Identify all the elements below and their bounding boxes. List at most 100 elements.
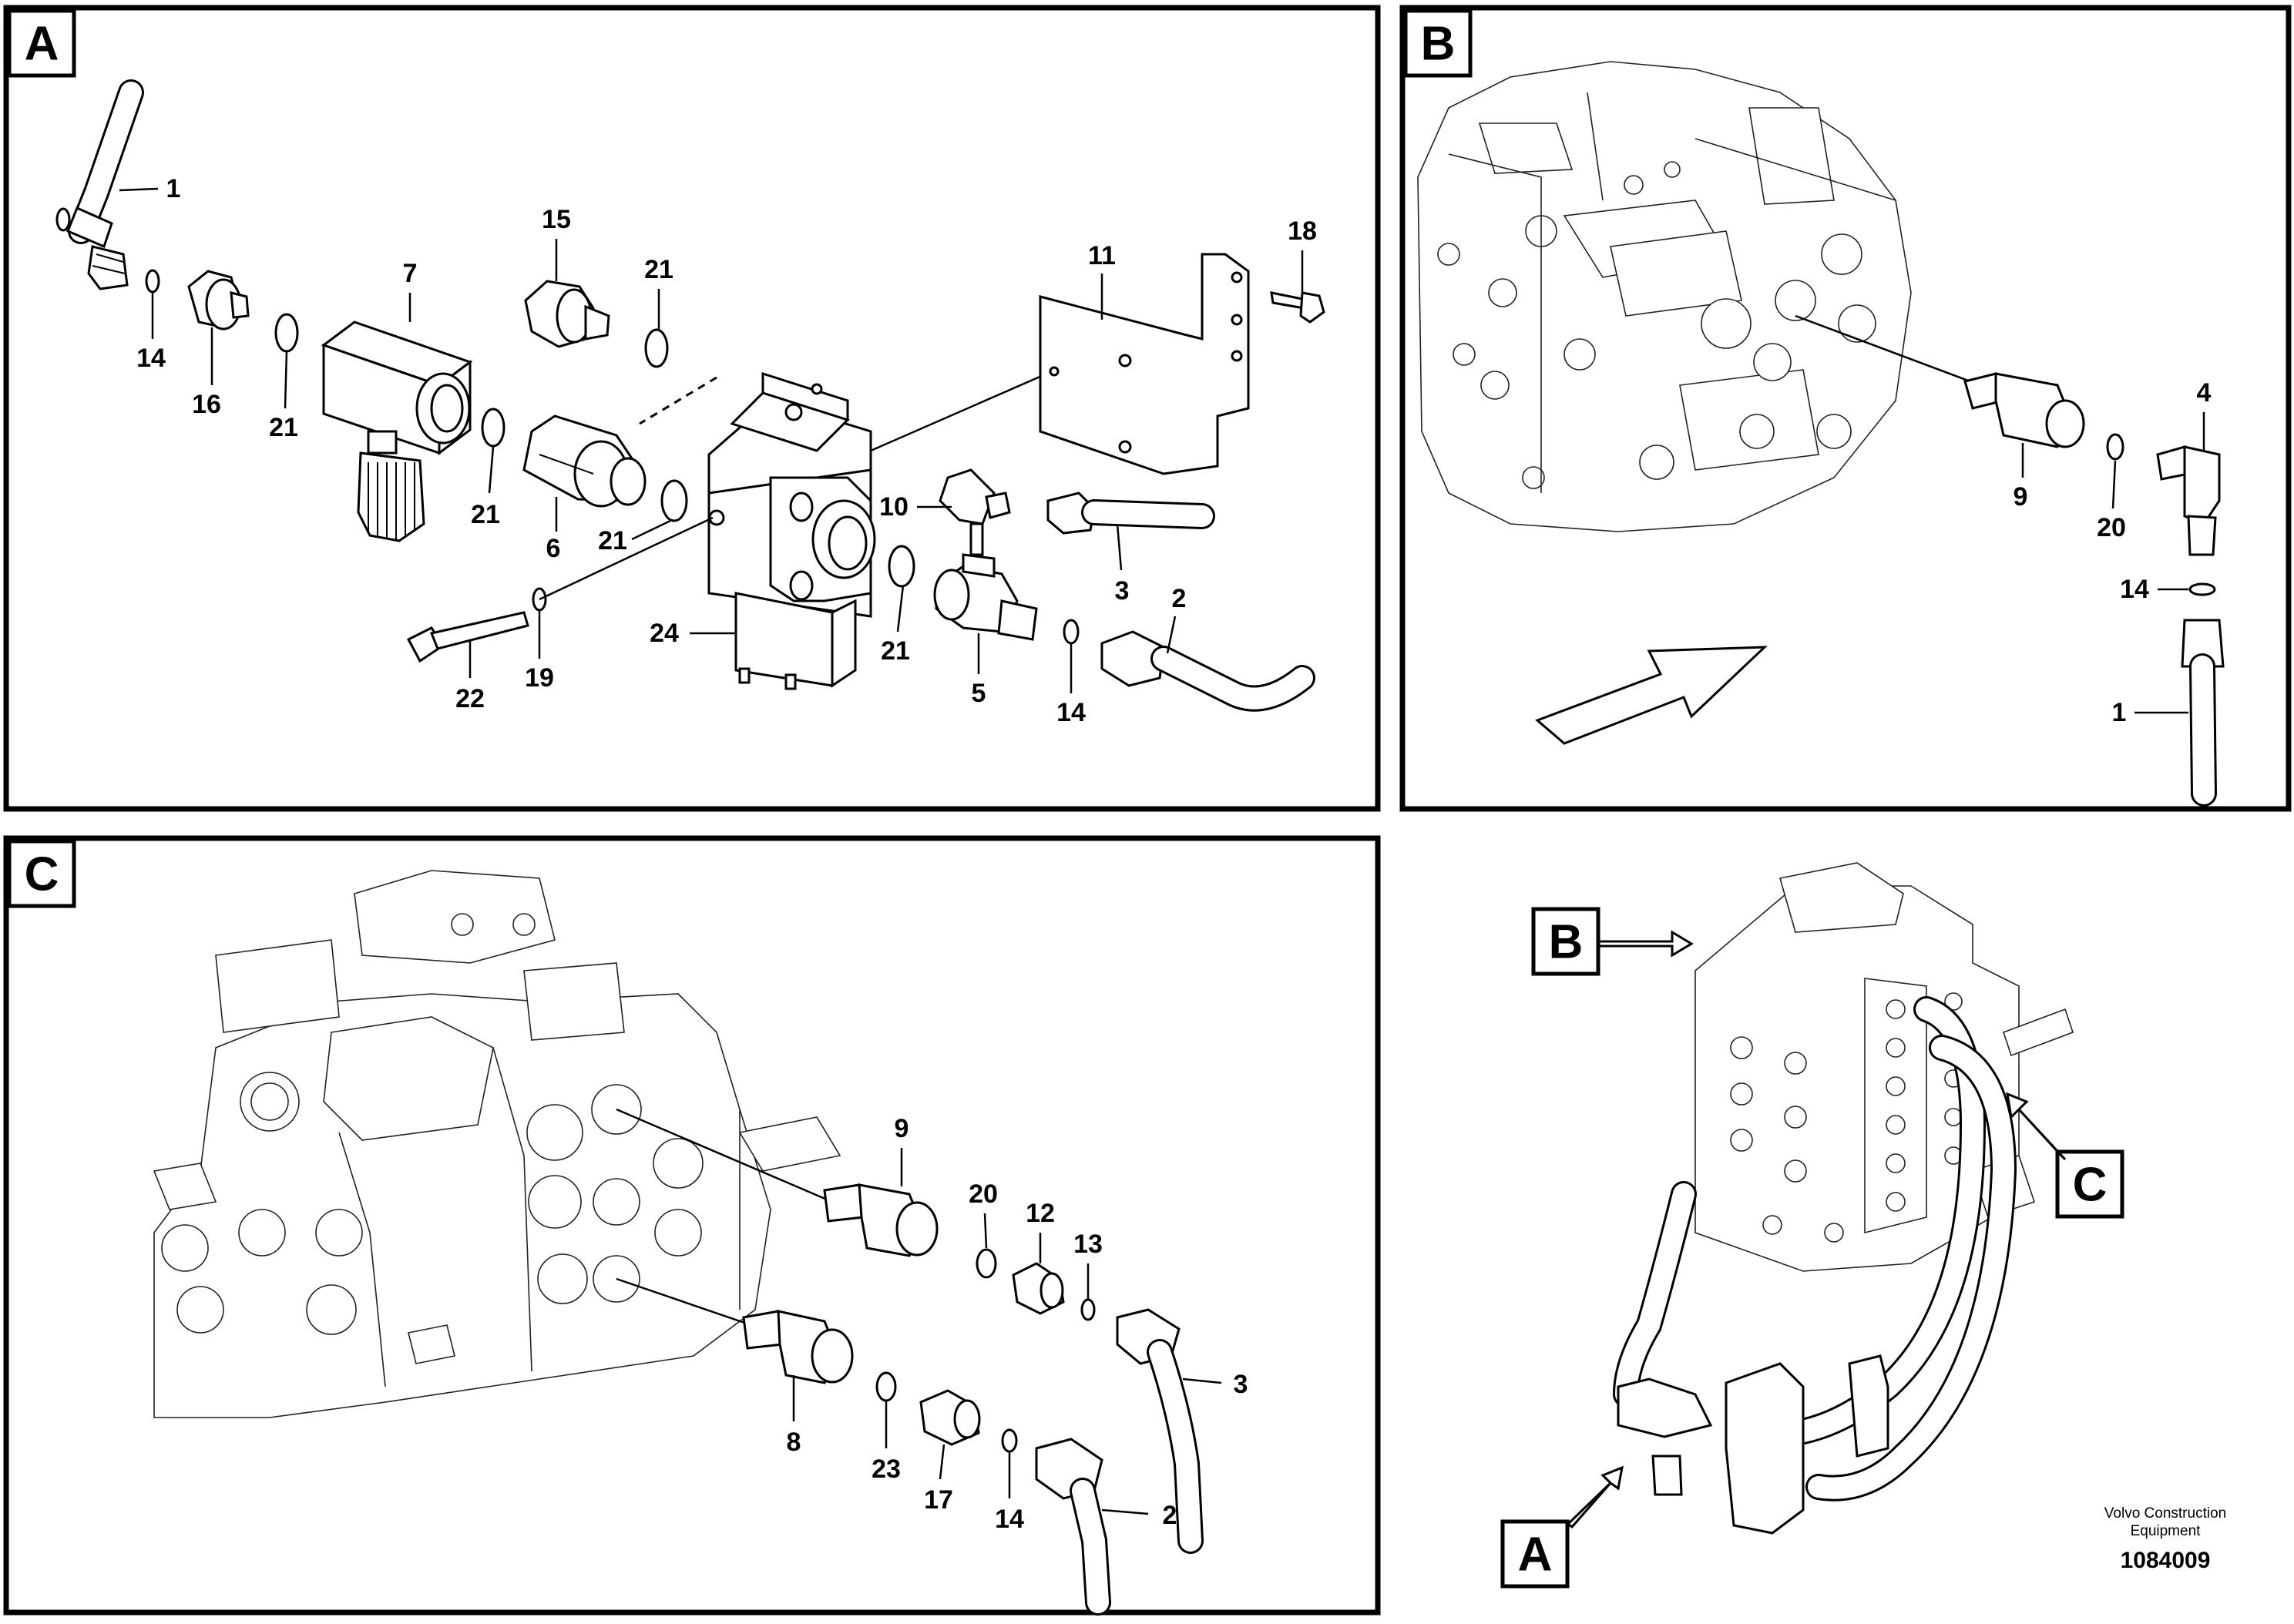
label-c-14: 14 — [995, 1505, 1024, 1534]
label-c-8: 8 — [787, 1428, 801, 1457]
overview-tag-a: A — [1518, 1528, 1553, 1582]
b-guide-line — [1795, 314, 1981, 387]
label-b-1: 1 — [2112, 698, 2127, 727]
overview-bracket — [1848, 1354, 1889, 1458]
panel-b-labels: 9 20 4 14 1 — [2014, 378, 2212, 727]
hose-2 — [1100, 630, 1315, 712]
label-a-7: 7 — [403, 259, 418, 288]
elbow-10 — [939, 468, 1011, 556]
oring-21e — [888, 545, 915, 588]
label-b-20: 20 — [2097, 513, 2126, 542]
panel-b-tag: B — [1421, 18, 1456, 71]
fitting-8 — [742, 1310, 854, 1384]
label-c-3: 3 — [1234, 1370, 1248, 1399]
label-c-13: 13 — [1073, 1230, 1103, 1259]
hose-1b — [2181, 619, 2225, 807]
fitting-9c — [823, 1183, 939, 1257]
footer-company-line2: Equipment — [2131, 1523, 2202, 1539]
panel-a: A — [3, 5, 1381, 812]
label-a-18: 18 — [1288, 216, 1317, 246]
washer-19 — [532, 587, 547, 612]
hose-2c — [1035, 1438, 1111, 1616]
washer-14b — [1063, 619, 1080, 645]
washer-14 — [145, 269, 160, 294]
label-a-21d: 21 — [598, 526, 627, 555]
label-c-23: 23 — [872, 1455, 901, 1484]
label-a-1: 1 — [166, 174, 181, 203]
adapter-16 — [187, 270, 250, 331]
label-a-15: 15 — [542, 205, 571, 234]
footer-doc-number: 1084009 — [2121, 1548, 2211, 1573]
overview-tag-c: C — [2073, 1159, 2108, 1212]
label-a-22: 22 — [455, 684, 485, 713]
panel-c-tag: C — [25, 848, 59, 901]
label-c-9: 9 — [895, 1114, 909, 1143]
label-a-6: 6 — [546, 534, 561, 563]
panel-a-labels: 1 14 16 21 7 15 21 21 6 21 11 18 10 — [119, 174, 1317, 727]
label-a-21: 21 — [269, 413, 298, 442]
valve-7 — [321, 320, 473, 542]
label-c-12: 12 — [1026, 1199, 1055, 1228]
washer-20b — [2106, 433, 2124, 461]
label-a-19: 19 — [525, 663, 554, 693]
valve-block-24 — [707, 371, 876, 690]
overview-callout-b: B — [1531, 907, 1694, 976]
label-a-3: 3 — [1115, 576, 1130, 606]
overview-ports — [1730, 992, 1963, 1243]
panel-c: C — [3, 835, 1381, 1616]
overview-tag-b: B — [1549, 916, 1584, 969]
footer: Volvo Construction Equipment 1084009 — [2104, 1505, 2226, 1573]
adapter-12 — [1012, 1262, 1065, 1315]
overview-block-24 — [1725, 1362, 1805, 1535]
label-c-2: 2 — [1163, 1501, 1177, 1530]
plug-15 — [524, 280, 610, 348]
label-a-14: 14 — [136, 344, 166, 373]
overview-assembly: B C A — [1500, 862, 2124, 1589]
label-a-11: 11 — [1088, 241, 1116, 270]
dashed-guide — [639, 376, 717, 425]
label-b-14: 14 — [2120, 575, 2149, 604]
c-guide-line-1 — [616, 1108, 833, 1203]
label-c-20: 20 — [969, 1179, 998, 1209]
washer-14d — [1001, 1428, 1018, 1453]
hose-3 — [1046, 492, 1215, 535]
overview-callout-a: A — [1500, 1465, 1624, 1589]
label-c-17: 17 — [924, 1485, 953, 1515]
bolt-guide-line — [539, 516, 714, 601]
c-guide-line-2 — [616, 1277, 752, 1327]
panel-c-tag-box — [7, 839, 76, 908]
label-a-21e: 21 — [881, 636, 910, 666]
overview-callout-c: C — [2006, 1092, 2124, 1219]
bolt-18 — [1270, 291, 1325, 324]
label-b-4: 4 — [2197, 378, 2212, 408]
oring-21b — [644, 328, 669, 368]
label-a-16: 16 — [192, 390, 221, 419]
washer-20c — [976, 1248, 997, 1279]
washer-13 — [1080, 1298, 1096, 1321]
hose-3c — [1116, 1308, 1204, 1554]
hose-1 — [55, 79, 144, 290]
control-valve-ghost-c — [153, 870, 841, 1418]
washer-14c — [2188, 582, 2216, 596]
fitting-9b — [1963, 372, 2085, 448]
bolt-22 — [406, 611, 529, 663]
label-a-14b: 14 — [1056, 698, 1086, 727]
label-a-5: 5 — [972, 679, 986, 708]
bracket-11 — [1039, 253, 1250, 475]
label-a-21b: 21 — [644, 255, 673, 284]
label-a-10: 10 — [879, 492, 909, 522]
label-a-21c: 21 — [471, 500, 500, 529]
label-a-2: 2 — [1172, 584, 1187, 613]
elbow-4 — [2156, 445, 2221, 556]
bracket-guide-line — [870, 368, 1056, 452]
oring-21d — [660, 479, 688, 522]
label-a-24: 24 — [650, 619, 679, 648]
overview-valve-7 — [1617, 1377, 1713, 1438]
control-valve-ghost-b — [1417, 61, 1912, 532]
label-b-9: 9 — [2014, 482, 2028, 512]
adapter-6 — [522, 414, 647, 508]
direction-arrow — [1535, 646, 1768, 745]
panel-b-tag-box — [1403, 8, 1473, 78]
tee-5 — [933, 553, 1038, 641]
